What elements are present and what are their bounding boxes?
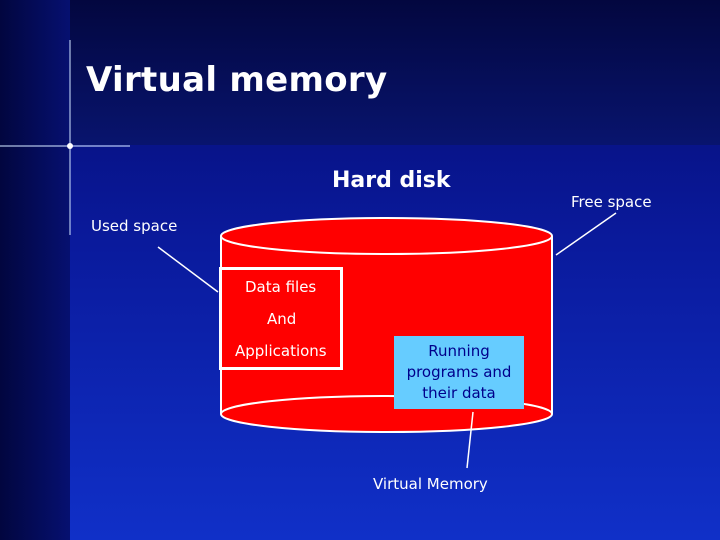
used-box-line-applications: Applications bbox=[235, 342, 327, 360]
virtual-memory-pointer bbox=[466, 411, 474, 469]
background-left-band bbox=[0, 0, 70, 540]
background-top-band bbox=[70, 0, 720, 145]
hard-disk-label: Hard disk bbox=[332, 168, 451, 193]
free-space-label: Free space bbox=[571, 193, 652, 211]
used-box-line-and: And bbox=[267, 310, 297, 328]
used-space-pointer bbox=[157, 246, 219, 293]
free-space-pointer bbox=[555, 212, 617, 256]
disk-top-ellipse bbox=[220, 217, 553, 255]
used-space-label: Used space bbox=[91, 217, 178, 235]
used-box-line-data-files: Data files bbox=[245, 278, 317, 296]
used-space-box: Data files And Applications bbox=[219, 267, 343, 370]
sparkle-cross-icon bbox=[0, 40, 130, 235]
slide-title: Virtual memory bbox=[86, 60, 388, 100]
virtual-memory-box-text: Running programs and their data bbox=[406, 342, 512, 402]
virtual-memory-label: Virtual Memory bbox=[373, 475, 488, 493]
virtual-memory-box: Running programs and their data bbox=[394, 336, 524, 409]
